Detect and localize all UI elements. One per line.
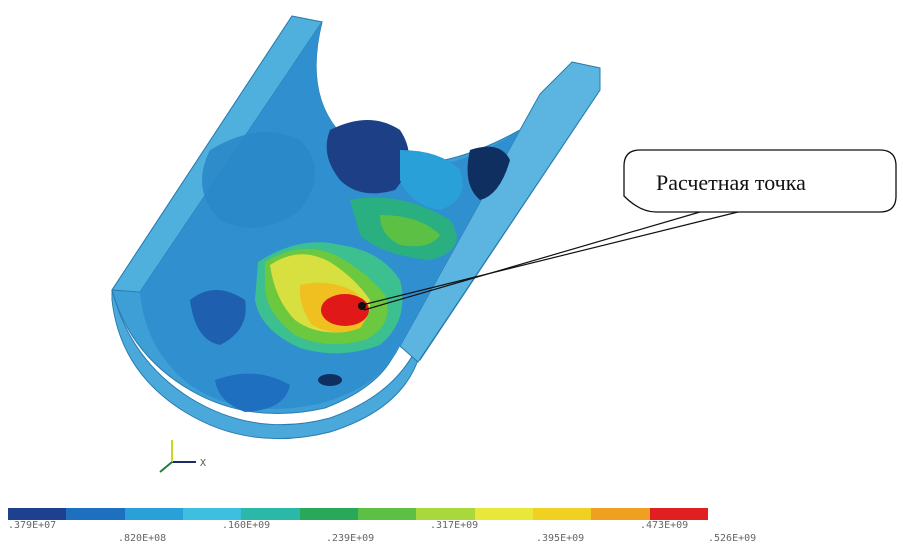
legend-swatch xyxy=(299,508,358,520)
legend-tick-lower-4: .526E+09 xyxy=(708,533,757,544)
half-pipe-model xyxy=(111,15,601,440)
axis-triad: X xyxy=(159,440,206,473)
legend-swatch xyxy=(357,508,417,520)
legend-swatch xyxy=(474,508,533,520)
legend-swatch xyxy=(182,508,242,520)
legend-swatch xyxy=(66,508,125,520)
axis-x-label: X xyxy=(200,458,206,469)
legend-swatch xyxy=(241,508,300,520)
legend-tick-lower-2: .239E+09 xyxy=(326,533,375,544)
legend-swatch xyxy=(649,508,708,520)
legend-tick-lower-1: .820E+08 xyxy=(118,533,167,544)
legend-swatch xyxy=(124,508,183,520)
legend-swatch xyxy=(416,508,475,520)
legend-swatch xyxy=(591,508,650,520)
legend-tick-upper-2: .160E+09 xyxy=(222,520,271,531)
color-legend-bar xyxy=(8,508,708,520)
legend-tick-lower-3: .395E+09 xyxy=(536,533,585,544)
callout-label: Расчетная точка xyxy=(656,170,806,195)
legend-tick-upper-4: .473E+09 xyxy=(640,520,689,531)
legend-swatch xyxy=(532,508,592,520)
legend-tick-upper-1: .379E+07 xyxy=(8,520,57,531)
legend-swatch xyxy=(8,508,67,520)
legend-tick-upper-3: .317E+09 xyxy=(430,520,479,531)
callout: Расчетная точка xyxy=(358,149,897,311)
